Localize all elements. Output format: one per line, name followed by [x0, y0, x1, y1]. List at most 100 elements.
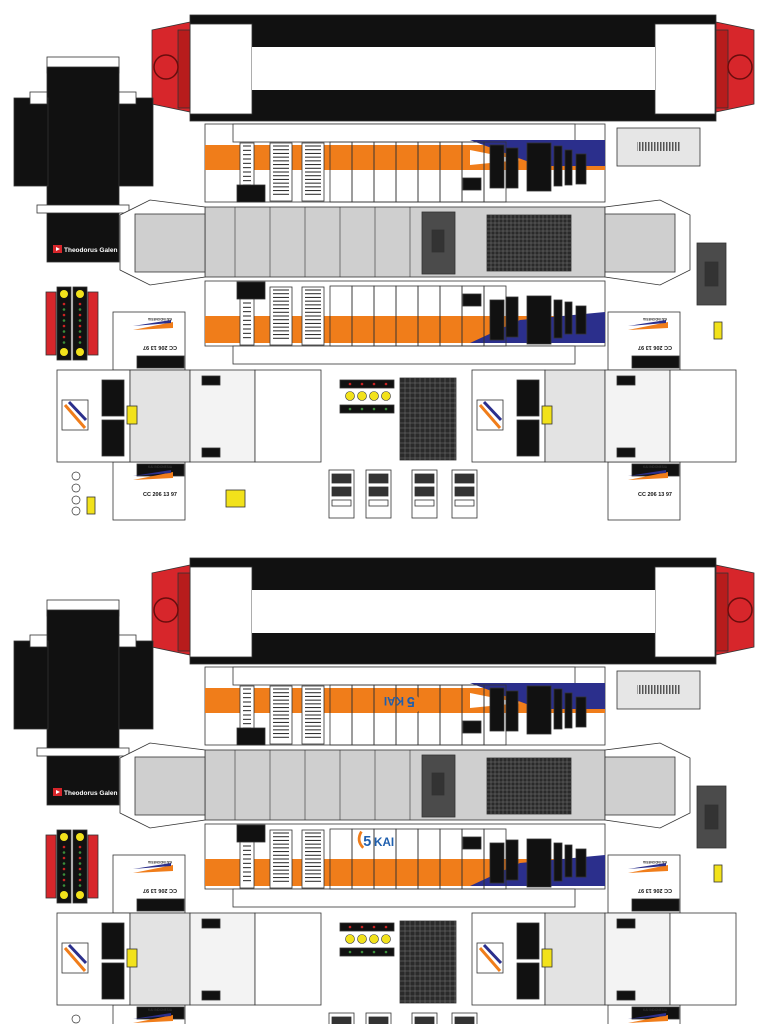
watermark-text: Theodorus Galen: [64, 790, 117, 797]
fuel-tank-panel: [669, 369, 737, 463]
cab-stripe: [133, 322, 173, 330]
cab-detail: [526, 685, 552, 735]
fuel-tank-panel: [254, 912, 322, 1006]
cab-detail: [526, 295, 552, 345]
cab-window: [462, 836, 482, 850]
cab-small-text: KAI INDONESIA: [148, 1008, 173, 1012]
coupler-light: [126, 948, 138, 968]
bogie-wheel-box: [101, 379, 125, 417]
cab-small-text: KAI INDONESIA: [147, 860, 172, 864]
black-box-net-bottom: [46, 752, 120, 806]
cab-detail: [505, 690, 519, 732]
body-bottom-flap: [232, 345, 576, 365]
cab-number: CC 206 13 97: [143, 492, 177, 498]
signal-dot: [78, 873, 82, 876]
signal-lamp-strip: [72, 829, 88, 904]
signal-dot: [78, 330, 82, 333]
bogie-mount: [201, 375, 221, 386]
yellow-lamp: [76, 348, 84, 356]
cab-stripe: [133, 320, 171, 326]
body-top-flap: [232, 123, 576, 143]
light-bar: [339, 379, 395, 389]
cab-detail: [575, 848, 587, 878]
kai-logo-text: KAI: [384, 694, 404, 707]
indicator-dot: [384, 382, 388, 386]
round-cutout: [71, 471, 81, 481]
roof-grille: [399, 920, 457, 1004]
cab-front-stripe: [67, 400, 88, 422]
roof-hatch-inner: [431, 772, 445, 796]
cab-detail: [505, 147, 519, 189]
signal-dot: [62, 884, 66, 887]
yellow-lamp: [60, 891, 68, 899]
signal-dot: [62, 313, 66, 317]
black-box-net-left: [13, 640, 49, 730]
cab-small-text: KAI INDONESIA: [642, 860, 667, 864]
body-top-flap: [232, 666, 576, 686]
roof-end-left: [134, 756, 206, 816]
cab-window-strip: [136, 898, 185, 912]
headlight-ring: [153, 54, 179, 80]
red-end-cap-right: [715, 29, 729, 109]
signal-dot: [62, 302, 66, 306]
battery-box-face: [414, 1016, 435, 1024]
indicator-dot: [348, 925, 352, 929]
red-end-cap-left: [177, 572, 191, 652]
cab-number: CC 206 13 97: [143, 887, 177, 893]
indicator-dot: [360, 925, 364, 929]
cab-stripe: [133, 1013, 171, 1019]
roof-end-right: [604, 213, 676, 273]
bogie-frame: [604, 912, 671, 1006]
light-bar: [339, 922, 395, 932]
yellow-lamp: [60, 348, 68, 356]
black-box-net-right: [118, 97, 154, 187]
cab-detail: [505, 296, 519, 338]
yellow-lamp: [60, 290, 68, 298]
signal-dot: [78, 845, 82, 849]
bogie-mount: [616, 375, 636, 386]
signal-dot: [62, 341, 66, 344]
cab-window: [462, 293, 482, 307]
indicator-dot: [372, 382, 376, 386]
cab-front-stripe: [478, 947, 502, 972]
glue-tab: [29, 634, 48, 648]
round-cutout: [71, 495, 81, 505]
yellow-lamp: [369, 391, 379, 401]
yellow-lamp: [369, 934, 379, 944]
yellow-lamp: [381, 391, 391, 401]
coupler-light: [541, 405, 553, 425]
bogie-wheel-box: [101, 419, 125, 457]
battery-box-face: [454, 1016, 475, 1024]
headlight-ring: [727, 597, 753, 623]
cab-front-stripe: [482, 400, 503, 422]
cab-window-strip: [631, 898, 680, 912]
bogie-wheel-box: [516, 962, 540, 1000]
bogie-side: [544, 369, 606, 463]
signal-dot: [78, 851, 82, 854]
cab-stripe: [133, 470, 171, 476]
cab-detail: [489, 842, 505, 884]
round-cutout: [71, 1014, 81, 1024]
cab-detail: [553, 145, 563, 187]
headlight-ring: [153, 597, 179, 623]
signal-dot: [78, 319, 82, 322]
cab-number: CC 206 13 97: [638, 887, 672, 893]
battery-box-face: [454, 499, 475, 507]
bogie-side: [129, 369, 191, 463]
red-side-panel: [45, 834, 57, 899]
cab-detail: [564, 692, 573, 729]
fuel-tank-panel: [669, 912, 737, 1006]
signal-dot: [62, 878, 66, 882]
black-box-net-right: [118, 640, 154, 730]
cab-detail: [489, 299, 505, 341]
signal-dot: [78, 302, 82, 306]
signal-lamp-strip: [56, 286, 72, 361]
battery-box-face: [331, 499, 352, 507]
bogie-wheel-box: [516, 379, 540, 417]
roof-end-white-left: [189, 566, 253, 658]
battery-box-face: [414, 486, 435, 497]
indicator-dot: [372, 407, 376, 411]
kai-logo-swoosh: [357, 830, 365, 849]
